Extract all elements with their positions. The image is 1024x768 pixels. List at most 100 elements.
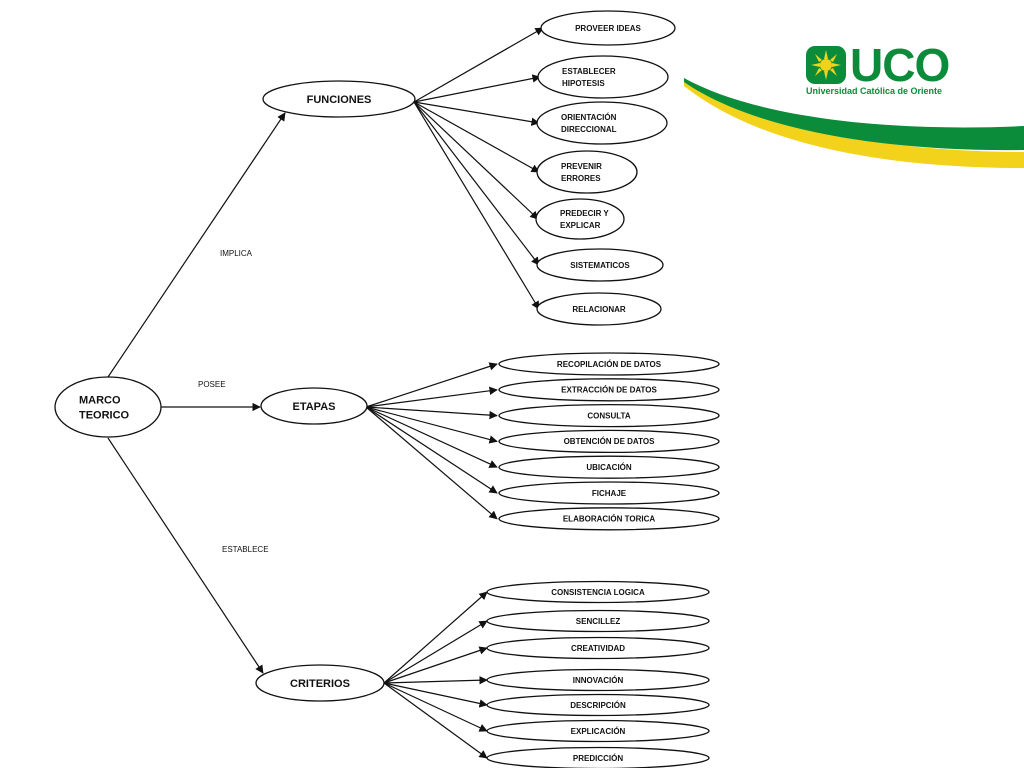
node-marco-teorico-label: MARCO [79, 394, 121, 406]
node-criterio-4-label: DESCRIPCIÓN [570, 701, 626, 710]
node-etapa-5-label: FICHAJE [592, 489, 627, 498]
edge-label-posee: POSEE [198, 380, 226, 389]
edge-funciones-2 [413, 101, 540, 126]
edge-criterios-4 [383, 682, 488, 708]
node-funciones-label: FUNCIONES [307, 94, 372, 106]
edge-marco-criterios [107, 437, 264, 674]
node-criterio-2: CREATIVIDAD [486, 636, 710, 660]
edge-funciones-0 [413, 27, 544, 103]
node-criterio-6: PREDICCIÓN [486, 746, 710, 768]
edge-etapas-6 [365, 406, 498, 520]
edge-funciones-4 [413, 101, 539, 220]
node-etapa-4: UBICACIÓN [498, 455, 720, 479]
node-etapa-4-label: UBICACIÓN [586, 463, 632, 472]
node-criterio-5-shape [486, 719, 710, 743]
node-criterio-5-label: EXPLICACIÓN [571, 727, 626, 736]
edge-criterios-1 [383, 620, 488, 684]
node-funcion-2-label: ORIENTACIÓN [561, 113, 617, 122]
node-criterios-shape [255, 664, 385, 702]
edge-label-implica: IMPLICA [220, 249, 253, 258]
node-etapa-5: FICHAJE [498, 481, 720, 505]
node-criterios-label: CRITERIOS [290, 678, 350, 690]
node-etapa-6-shape [498, 507, 720, 531]
edge-funciones-3 [413, 101, 540, 173]
node-criterio-2-label: CREATIVIDAD [571, 644, 625, 653]
node-funcion-0: PROVEER IDEAS [540, 10, 676, 46]
node-etapa-3-label: OBTENCIÓN DE DATOS [564, 437, 655, 446]
node-etapa-2-label: CONSULTA [587, 411, 630, 420]
node-criterio-3: INNOVACIÓN [486, 668, 710, 692]
edge-etapas-3 [365, 406, 498, 444]
node-criterio-6-label: PREDICCIÓN [573, 754, 623, 763]
node-criterio-0-shape [486, 580, 710, 604]
node-funcion-6-label: RELACIONAR [572, 305, 626, 314]
node-funcion-0-label: PROVEER IDEAS [575, 24, 641, 33]
node-etapa-0: RECOPILACIÓN DE DATOS [498, 352, 720, 376]
node-funcion-4-label: EXPLICAR [560, 221, 601, 230]
edge-funciones-5 [413, 101, 540, 266]
node-etapa-2-shape [498, 403, 720, 428]
node-criterio-4: DESCRIPCIÓN [486, 693, 710, 717]
node-funcion-5-shape [536, 248, 664, 282]
node-etapa-3: OBTENCIÓN DE DATOS [498, 429, 720, 454]
edges-layer [107, 27, 544, 759]
node-etapa-4-shape [498, 455, 720, 479]
node-funcion-1-shape [537, 55, 669, 99]
edge-marco-funciones [107, 112, 286, 378]
node-criterio-5: EXPLICACIÓN [486, 719, 710, 743]
node-criterio-1: SENCILLEZ [486, 609, 710, 633]
node-funcion-0-shape [540, 10, 676, 46]
node-criterio-0: CONSISTENCIA LOGICA [486, 580, 710, 604]
logo-wordmark: UCO [850, 39, 950, 91]
node-criterio-1-label: SENCILLEZ [576, 617, 621, 626]
node-etapa-3-shape [498, 429, 720, 454]
node-criterio-1-shape [486, 609, 710, 633]
node-criterio-6-shape [486, 746, 710, 768]
node-funcion-5: SISTEMATICOS [536, 248, 664, 282]
node-funcion-1-label: HIPOTESIS [562, 79, 605, 88]
node-marco-teorico-shape [54, 376, 162, 438]
edge-etapas-1 [365, 386, 498, 408]
edge-etapas-2 [365, 406, 498, 420]
node-funcion-1: ESTABLECER HIPOTESIS [537, 55, 669, 99]
node-etapa-1: EXTRACCIÓN DE DATOS [498, 378, 720, 402]
node-funcion-3-shape [536, 150, 638, 194]
edge-funciones-6 [413, 101, 540, 310]
node-funcion-2-label: DIRECCIONAL [561, 125, 617, 134]
edge-criterios-3 [383, 676, 488, 685]
edge-etapas-4 [365, 406, 498, 468]
node-funcion-2-shape [536, 101, 668, 145]
node-funcion-4-shape [535, 198, 625, 240]
node-funcion-3-label: PREVENIR [561, 162, 602, 171]
node-etapa-5-shape [498, 481, 720, 505]
node-funciones: FUNCIONES [262, 80, 416, 118]
node-funcion-1-label: ESTABLECER [562, 67, 616, 76]
node-funcion-6-shape [536, 292, 662, 326]
node-funciones-shape [262, 80, 416, 118]
node-funcion-6: RELACIONAR [536, 292, 662, 326]
node-criterio-2-shape [486, 636, 710, 660]
nodes-layer: MARCOTEORICOFUNCIONESETAPASCRITERIOSPROV… [54, 10, 720, 768]
edge-criterios-6 [383, 682, 488, 759]
node-criterio-3-shape [486, 668, 710, 692]
edge-etapas-5 [365, 406, 498, 494]
edge-criterios-5 [383, 682, 488, 732]
sun-emblem-icon [806, 46, 846, 84]
node-etapas-label: ETAPAS [293, 401, 336, 413]
node-funcion-2: ORIENTACIÓN DIRECCIONAL [536, 101, 668, 145]
node-criterios: CRITERIOS [255, 664, 385, 702]
edge-funciones-1 [413, 74, 541, 103]
node-etapas-shape [260, 387, 368, 425]
edge-label-establece: ESTABLECE [222, 545, 269, 554]
node-etapa-6: ELABORACIÓN TORICA [498, 507, 720, 531]
logo-subtitle: Universidad Católica de Oriente [806, 86, 943, 96]
node-funcion-3: PREVENIR ERRORES [536, 150, 638, 194]
node-funcion-5-label: SISTEMATICOS [570, 261, 630, 270]
node-criterio-3-label: INNOVACIÓN [573, 676, 624, 685]
edge-etapas-0 [365, 362, 498, 408]
node-etapas: ETAPAS [260, 387, 368, 425]
node-funcion-3-label: ERRORES [561, 174, 601, 183]
node-criterio-4-shape [486, 693, 710, 717]
